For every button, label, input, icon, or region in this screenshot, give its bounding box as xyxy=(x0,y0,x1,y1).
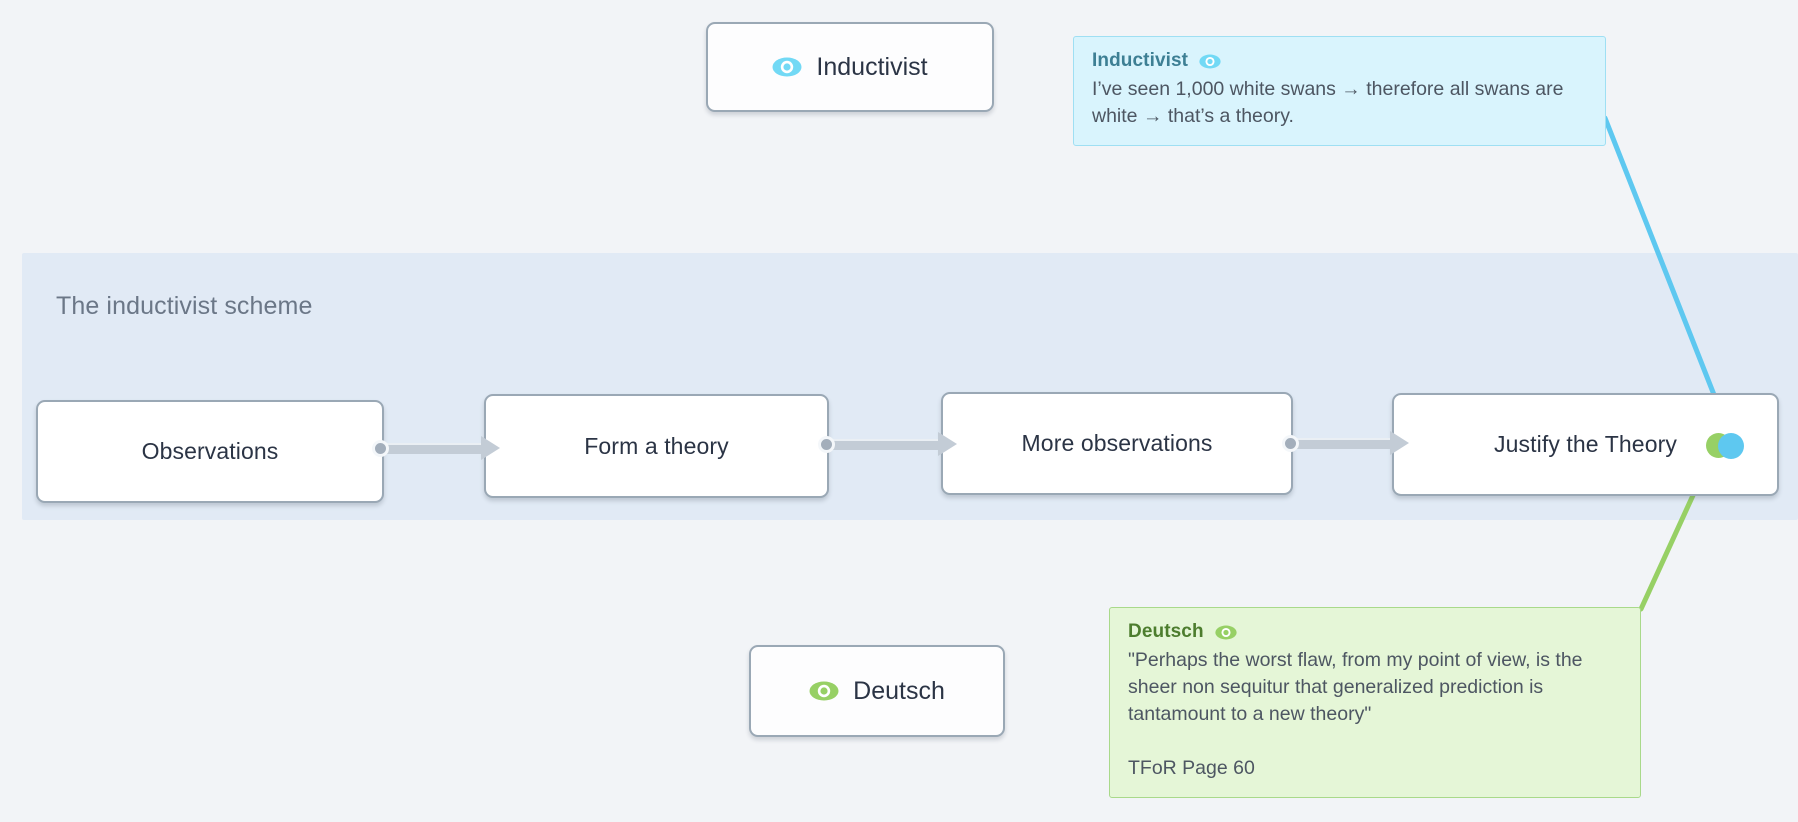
flow-node-label: Form a theory xyxy=(584,432,729,459)
arrow-source-dot xyxy=(1282,434,1299,452)
annotation-body: "Perhaps the worst flaw, from my point o… xyxy=(1128,649,1588,725)
arrow-head-icon xyxy=(1390,431,1409,455)
annotation-source-reference: TFoR Page 60 xyxy=(1128,757,1255,779)
arrow-shaft xyxy=(1297,437,1391,449)
annotation-title: Inductivist xyxy=(1092,50,1189,71)
annotation-inductivist[interactable]: Inductivist I’ve seen 1,000 white swans … xyxy=(1073,36,1606,146)
eye-icon[interactable] xyxy=(1215,625,1237,640)
flow-node-label: More observations xyxy=(1021,430,1213,456)
annotation-title: Deutsch xyxy=(1128,621,1204,642)
flow-node-justify-the-theory[interactable]: Justify the Theory xyxy=(1392,393,1779,496)
annotation-body: I’ve seen 1,000 white swans → therefore … xyxy=(1092,78,1569,127)
legend-chip-deutsch[interactable]: Deutsch xyxy=(749,645,1005,737)
flow-node-form-a-theory[interactable]: Form a theory xyxy=(484,394,829,498)
arrow-shaft xyxy=(833,438,939,450)
eye-icon[interactable] xyxy=(1199,54,1221,69)
arrow-head-icon xyxy=(481,436,500,460)
swimlane-title: The inductivist scheme xyxy=(56,292,313,320)
eye-icon xyxy=(772,57,802,77)
arrow-source-dot xyxy=(818,435,835,453)
annotation-deutsch[interactable]: Deutsch "Perhaps the worst flaw, from my… xyxy=(1109,607,1641,798)
flow-node-label: Justify the Theory xyxy=(1494,431,1677,457)
arrow-source-dot xyxy=(372,439,389,457)
eye-icon xyxy=(809,681,839,701)
annotation-header: Inductivist xyxy=(1092,50,1587,72)
inductivist-anchor-dot[interactable] xyxy=(1718,433,1744,459)
flow-node-label: Observations xyxy=(141,438,279,464)
legend-chip-inductivist[interactable]: Inductivist xyxy=(706,22,994,112)
flow-node-observations[interactable]: Observations xyxy=(36,400,384,503)
flow-node-more-observations[interactable]: More observations xyxy=(941,392,1293,495)
arrow-head-icon xyxy=(938,432,957,456)
arrow-shaft xyxy=(387,442,482,454)
flow-arrow-3 xyxy=(1282,431,1409,455)
annotation-header: Deutsch xyxy=(1128,621,1622,643)
flow-arrow-2 xyxy=(818,432,957,456)
flow-arrow-1 xyxy=(372,436,500,460)
legend-chip-label: Inductivist xyxy=(816,52,928,81)
legend-chip-label: Deutsch xyxy=(853,676,945,705)
